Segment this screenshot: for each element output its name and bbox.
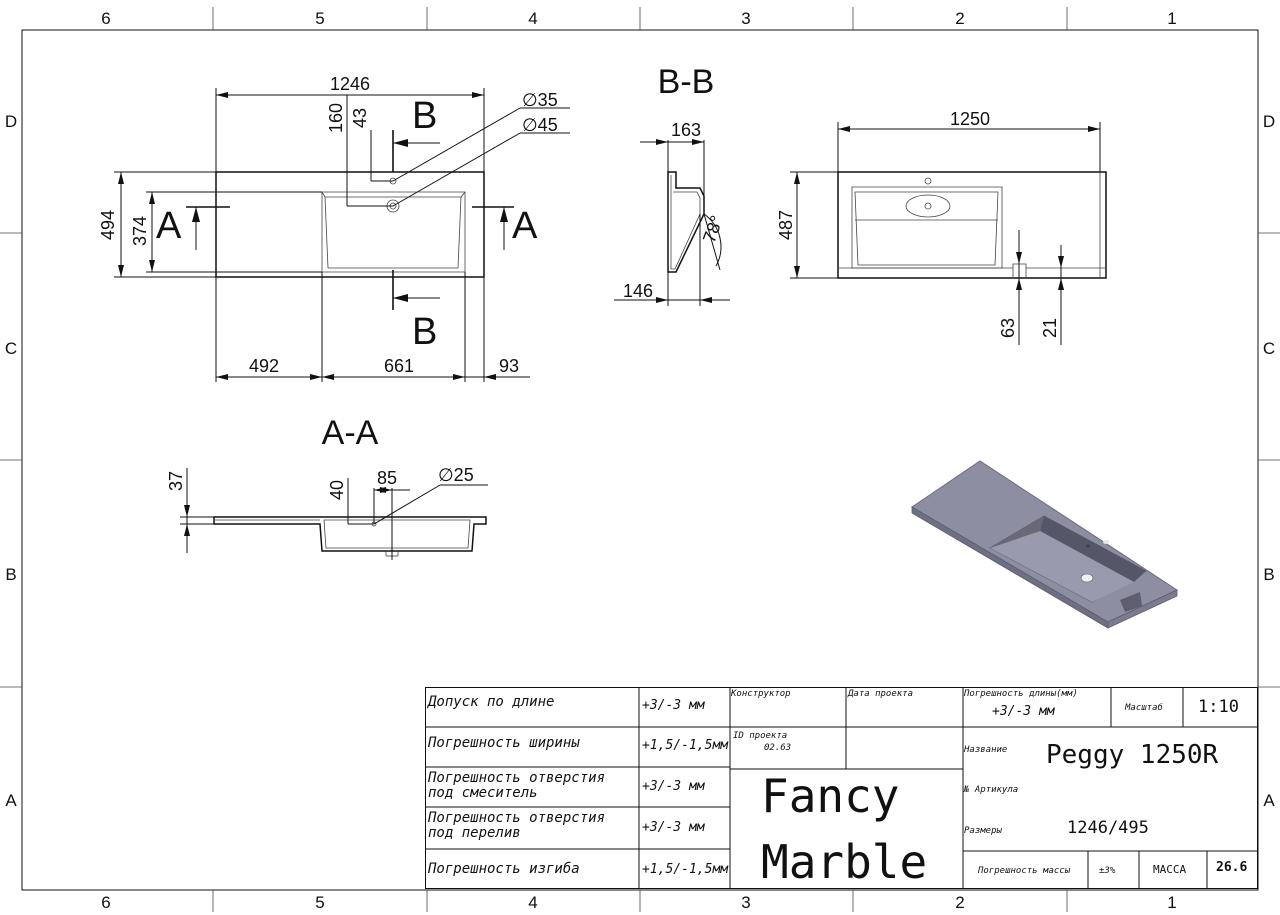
section-bb-view: B-B 163 146 78° — [614, 63, 730, 306]
column-label-bottom: 2 — [955, 893, 964, 912]
tolerance-value: +3/-3 мм — [642, 820, 705, 835]
brand-line-1: Fancy — [761, 769, 900, 823]
section-bb-profile — [667, 171, 705, 273]
tolerance-label: Погрешность ширины — [428, 735, 580, 751]
mass-value: 26.6 — [1216, 860, 1248, 875]
mass-tolerance-label: Погрешность массы — [978, 866, 1071, 876]
title-block-grid — [425, 687, 1258, 889]
isometric-view — [911, 460, 1179, 629]
section-aa-view: A-A 37 40 85 ∅25 — [166, 414, 488, 560]
column-label-bottom: 3 — [741, 893, 750, 912]
side-drain-oval — [905, 194, 951, 218]
tolerance-value: +3/-3 мм — [642, 698, 705, 713]
section-a-left: A — [156, 205, 182, 247]
column-label-top: 2 — [955, 9, 964, 28]
column-label-top: 5 — [315, 9, 324, 28]
length-tolerance-label: Погрешность длины(мм) — [964, 689, 1078, 699]
dim-bb-width-bottom: 146 — [623, 281, 653, 301]
row-label-right: B — [1263, 565, 1274, 584]
brand-line-2: Marble — [761, 835, 928, 889]
article-label: № Артикула — [964, 785, 1019, 795]
side-view-outline — [837, 171, 1107, 279]
section-aa-profile — [213, 516, 487, 552]
dim-hole-45: ∅45 — [522, 115, 558, 135]
column-label-bottom: 5 — [315, 893, 324, 912]
dim-right-edge: 93 — [499, 356, 519, 376]
column-label-top: 4 — [528, 9, 537, 28]
section-aa-title: A-A — [322, 414, 379, 452]
dim-offset-160: 160 — [326, 103, 346, 133]
row-label-left: B — [5, 565, 16, 584]
dim-bb-width-top: 163 — [671, 120, 701, 140]
top-view-outline — [215, 171, 485, 278]
mass-label: МАССА — [1153, 863, 1187, 876]
dim-overall-length: 1246 — [330, 74, 370, 94]
column-label-top: 6 — [101, 9, 110, 28]
project-id: 02.63 — [764, 743, 792, 753]
dim-aa-depth-40: 40 — [327, 480, 347, 500]
section-b-top: B — [412, 95, 437, 137]
row-label-left: A — [5, 791, 17, 810]
section-a-right: A — [512, 205, 538, 247]
dim-left-deck: 492 — [249, 356, 279, 376]
dim-bb-angle: 78° — [699, 213, 727, 245]
column-label-bottom: 6 — [101, 893, 110, 912]
column-label-bottom: 4 — [528, 893, 537, 912]
length-tolerance-value: +3/-3 мм — [992, 704, 1055, 719]
section-b-bottom: B — [412, 311, 437, 353]
side-view: 1250 487 63 21 — [776, 109, 1107, 345]
product-name: Peggy 1250R — [1046, 740, 1219, 770]
mass-tolerance-value: ±3% — [1099, 866, 1116, 876]
row-label-left: D — [5, 112, 17, 131]
sizes-label: Размеры — [964, 826, 1002, 836]
drawing-frame: 6 5 4 3 2 1 6 5 4 3 2 1 D C B A D C B A — [0, 7, 1280, 912]
column-label-top: 3 — [741, 9, 750, 28]
top-view: 1246 494 374 160 43 ∅35 ∅45 A — [98, 74, 570, 382]
column-label-top: 1 — [1167, 9, 1176, 28]
tolerance-label: Допуск по длине — [428, 694, 555, 710]
scale-label: Масштаб — [1125, 703, 1163, 713]
row-label-right: D — [1263, 112, 1275, 131]
section-bb-title: B-B — [658, 63, 715, 101]
tolerance-label: Погрешность изгиба — [428, 861, 580, 877]
dim-bowl-length: 661 — [384, 356, 414, 376]
dim-hole-35: ∅35 — [522, 90, 558, 110]
dim-side-length: 1250 — [950, 109, 990, 129]
row-label-right: A — [1263, 791, 1275, 810]
dim-aa-thickness: 37 — [166, 471, 186, 491]
tolerance-value: +1,5/-1,5мм — [642, 862, 729, 877]
project-id-label: ID проекта — [733, 731, 788, 741]
dim-slot-63: 63 — [998, 318, 1018, 338]
tolerance-value: +1,5/-1,5мм — [642, 738, 729, 753]
dim-aa-hole-25: ∅25 — [438, 465, 474, 485]
dim-depth: 494 — [98, 210, 118, 240]
dim-bowl-depth: 374 — [130, 216, 150, 246]
row-label-right: C — [1263, 339, 1275, 358]
project-date-label: Дата проекта — [848, 689, 914, 699]
title-block: Допуск по длине +3/-3 мм Погрешность шир… — [425, 687, 1258, 889]
tolerance-label: Погрешность отверстия под смеситель — [428, 770, 606, 801]
column-label-bottom: 1 — [1167, 893, 1176, 912]
designer-label: Конструктор — [731, 689, 791, 699]
scale-value: 1:10 — [1198, 697, 1239, 717]
tolerance-value: +3/-3 мм — [642, 779, 705, 794]
dim-offset-43: 43 — [350, 108, 370, 128]
tolerance-label: Погрешность отверстия под перелив — [428, 810, 606, 841]
dim-slot-21: 21 — [1040, 318, 1060, 338]
sizes-value: 1246/495 — [1067, 818, 1149, 838]
name-label: Название — [964, 745, 1008, 755]
dim-side-height: 487 — [776, 210, 796, 240]
row-label-left: C — [5, 339, 17, 358]
dim-aa-offset-85: 85 — [377, 468, 397, 488]
